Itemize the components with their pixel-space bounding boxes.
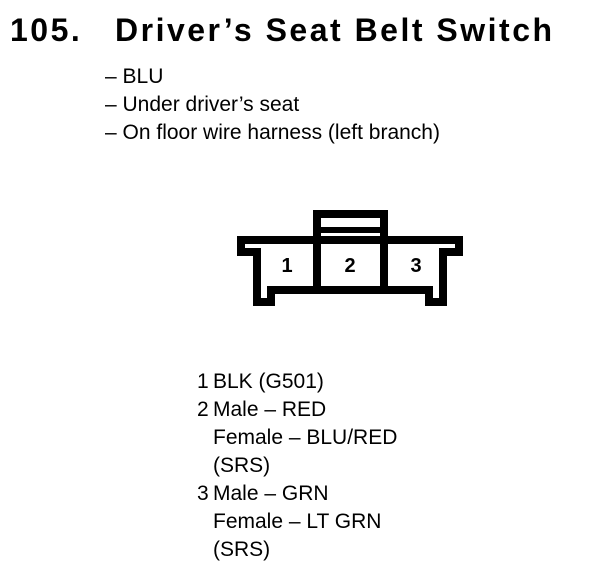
note-line: – Under driver’s seat: [105, 93, 300, 116]
legend-row: (SRS): [197, 452, 397, 480]
legend-wire-text: Male – RED: [213, 398, 327, 421]
legend-pin-number: [197, 424, 213, 452]
pin-1-label: 1: [281, 255, 292, 277]
legend-pin-number: 2: [197, 398, 209, 421]
connector-shell-outline: [237, 236, 463, 306]
location-notes: – BLU – Under driver’s seat – On floor w…: [105, 63, 440, 147]
legend-row: 1 BLK (G501): [197, 368, 397, 396]
legend-wire-text: Female – LT GRN: [213, 510, 382, 533]
pin-legend: 1 BLK (G501) 2 Male – RED Female – BLU/R…: [197, 368, 397, 564]
pin-3-label: 3: [410, 255, 421, 277]
legend-row: Female – LT GRN: [197, 508, 397, 536]
item-title-text: Driver’s Seat Belt Switch: [115, 12, 555, 48]
legend-row: (SRS): [197, 536, 397, 564]
legend-pin-number: [197, 536, 213, 564]
legend-pin-number: [197, 508, 213, 536]
pin-2-label: 2: [344, 255, 355, 277]
legend-pin-number: 3: [197, 482, 209, 505]
legend-wire-text: Female – BLU/RED: [213, 426, 398, 449]
connector-diagram: 1 2 3: [237, 210, 463, 306]
legend-row: Female – BLU/RED: [197, 424, 397, 452]
page-title: 105. Driver’s Seat Belt Switch: [10, 12, 555, 48]
note-line: – BLU: [105, 65, 164, 88]
legend-pin-number: 1: [197, 370, 209, 393]
legend-wire-text: BLK (G501): [213, 370, 324, 393]
legend-wire-text: (SRS): [213, 454, 271, 477]
connector-lock-tab: [313, 210, 388, 290]
legend-row: 2 Male – RED: [197, 396, 397, 424]
legend-pin-number: [197, 452, 213, 480]
item-number: 105.: [10, 12, 83, 48]
legend-row: 3 Male – GRN: [197, 480, 397, 508]
legend-wire-text: (SRS): [213, 538, 271, 561]
legend-wire-text: Male – GRN: [213, 482, 329, 505]
note-line: – On floor wire harness (left branch): [105, 121, 440, 144]
